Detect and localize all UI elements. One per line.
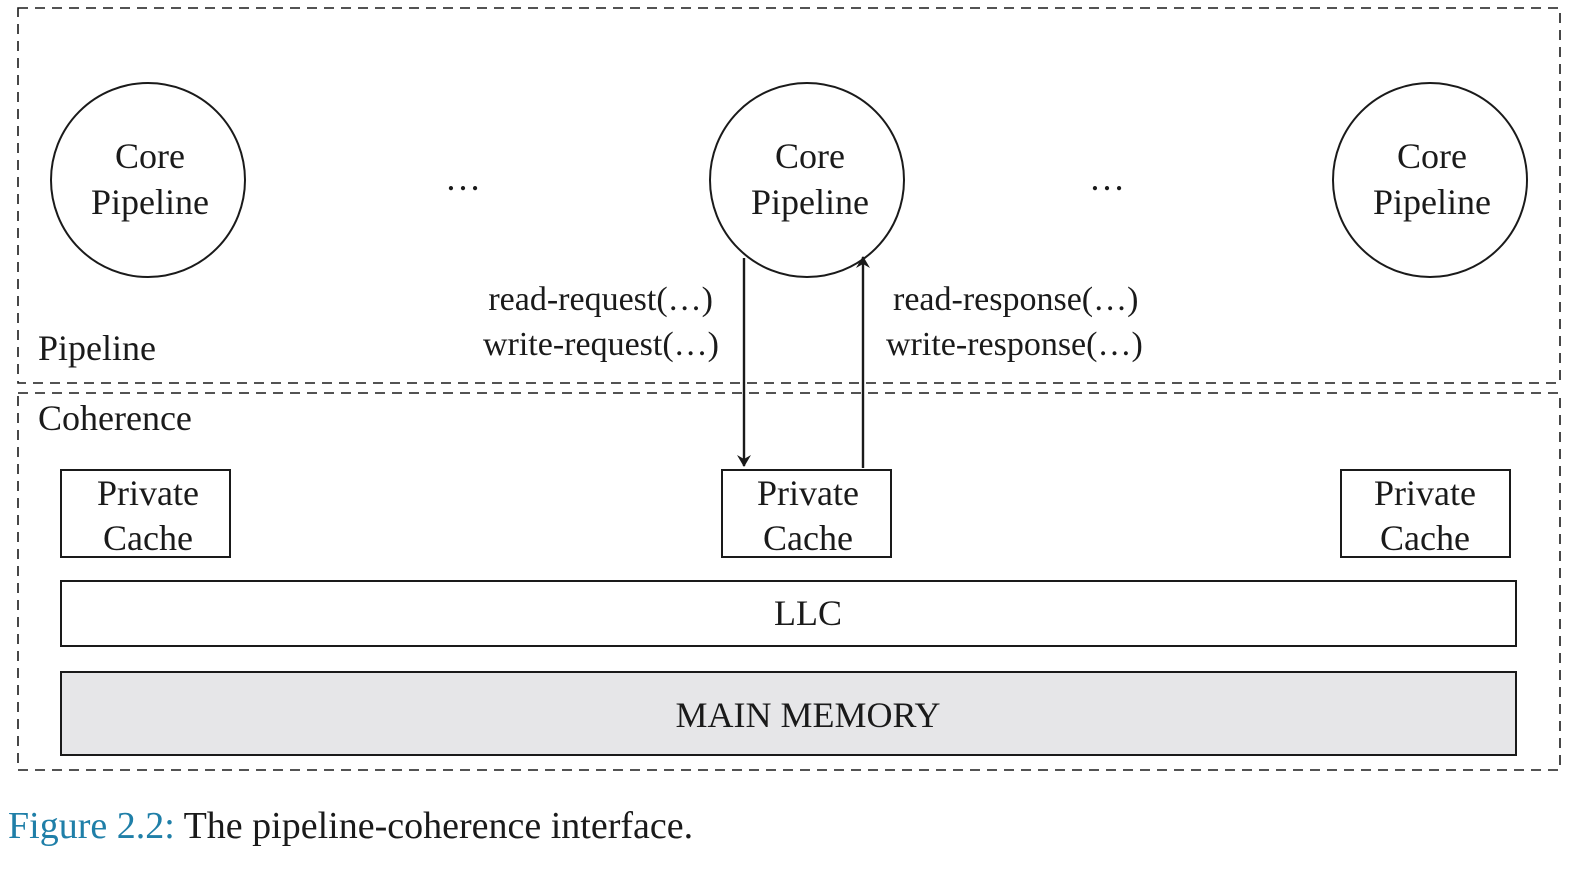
figure-caption-text: The pipeline-coherence interface.: [174, 805, 694, 847]
main-memory-label: MAIN MEMORY: [675, 695, 940, 735]
llc-label: LLC: [774, 593, 842, 633]
core-pipeline-line1: Core: [775, 136, 845, 176]
private-cache-line2: Cache: [1380, 518, 1470, 558]
private-cache-line1: Private: [97, 473, 199, 513]
llc-box: LLC: [60, 580, 1517, 647]
ellipsis-left: …: [445, 158, 481, 198]
ellipsis-right: …: [1089, 158, 1125, 198]
private-cache-line2: Cache: [103, 518, 193, 558]
core-pipeline-right: Core Pipeline: [1332, 82, 1528, 278]
figure-caption-label: Figure 2.2:: [8, 805, 175, 847]
coherence-region-label: Coherence: [38, 398, 192, 438]
pipeline-coherence-diagram: Pipeline Coherence Core Pipeline Core Pi…: [17, 7, 1561, 771]
write-response-label: write-response(…): [886, 326, 1143, 363]
core-pipeline-line1: Core: [1397, 136, 1467, 176]
pipeline-region-label: Pipeline: [38, 328, 156, 368]
private-cache-left: Private Cache: [60, 469, 231, 558]
coherence-region: [17, 392, 1561, 771]
core-pipeline-left: Core Pipeline: [50, 82, 246, 278]
private-cache-line1: Private: [1374, 473, 1476, 513]
core-pipeline-line2: Pipeline: [751, 182, 869, 222]
read-response-label: read-response(…): [893, 281, 1138, 318]
core-pipeline-line2: Pipeline: [91, 182, 209, 222]
main-memory-fill: [60, 671, 1517, 756]
core-pipeline-middle: Core Pipeline: [709, 82, 905, 278]
private-cache-line1: Private: [757, 473, 859, 513]
diagram-canvas: Pipeline Coherence Core Pipeline Core Pi…: [17, 7, 1561, 771]
private-cache-line2: Cache: [763, 518, 853, 558]
core-pipeline-line2: Pipeline: [1373, 182, 1491, 222]
private-cache-right: Private Cache: [1340, 469, 1511, 558]
pipeline-region: [17, 7, 1561, 384]
main-memory-box: MAIN MEMORY: [60, 671, 1517, 756]
figure-caption: Figure 2.2: The pipeline-coherence inter…: [8, 804, 693, 848]
read-request-label: read-request(…): [488, 281, 713, 318]
write-request-label: write-request(…): [483, 326, 719, 363]
core-pipeline-line1: Core: [115, 136, 185, 176]
private-cache-middle: Private Cache: [721, 469, 892, 558]
